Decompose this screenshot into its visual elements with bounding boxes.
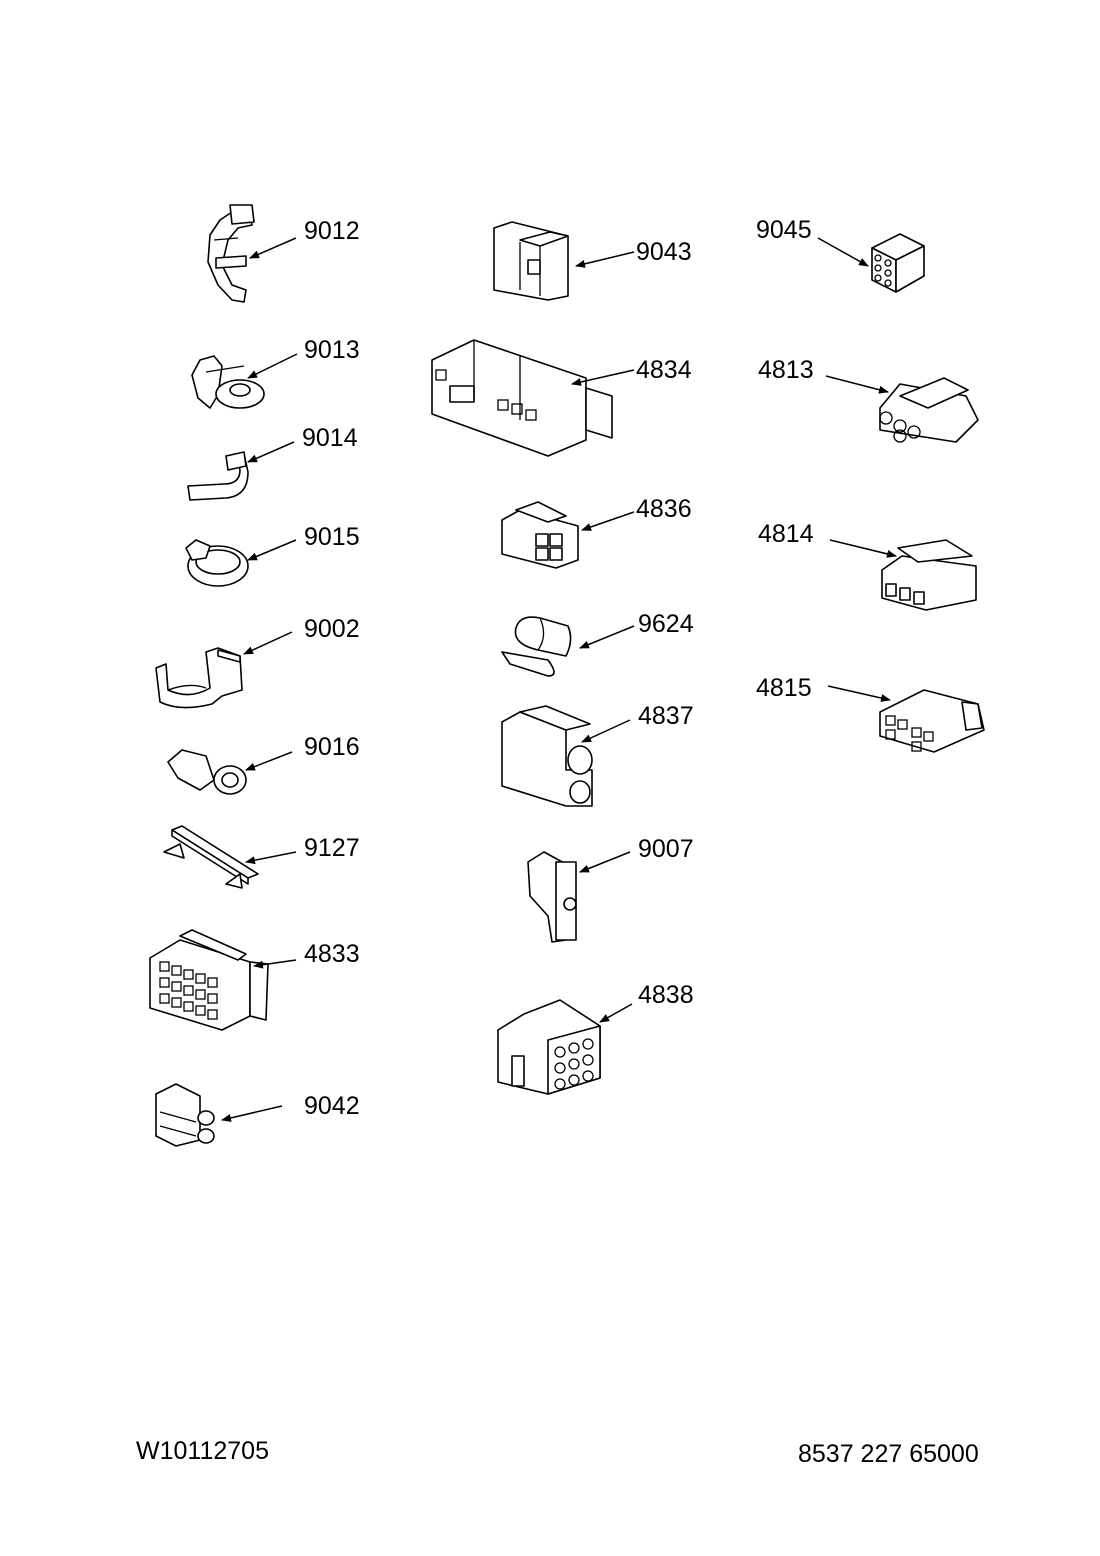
- part-9002-drawing: [155, 647, 243, 709]
- part-label-9012: 9012: [304, 217, 360, 245]
- part-9013-drawing: [191, 355, 265, 409]
- part-number: 8537 227 65000: [798, 1440, 979, 1468]
- part-4834-drawing: [431, 339, 613, 457]
- part-9624-drawing: [501, 616, 572, 677]
- part-4836-drawing: [501, 501, 579, 569]
- part-4814-drawing: [881, 539, 977, 611]
- part-9007-drawing: [527, 851, 577, 943]
- part-label-4838: 4838: [638, 981, 694, 1009]
- part-label-4815: 4815: [756, 674, 812, 702]
- part-label-9042: 9042: [304, 1092, 360, 1120]
- part-label-9007: 9007: [638, 835, 694, 863]
- part-label-9015: 9015: [304, 523, 360, 551]
- part-9045-drawing: [871, 233, 925, 293]
- part-9012-drawing: [207, 204, 255, 303]
- part-label-9043: 9043: [636, 238, 692, 266]
- part-4838-drawing: [497, 999, 601, 1095]
- part-9014-drawing: [187, 451, 249, 501]
- part-9042-drawing: [155, 1083, 215, 1147]
- part-label-9127: 9127: [304, 834, 360, 862]
- part-9015-drawing: [185, 539, 249, 587]
- part-label-4837: 4837: [638, 702, 694, 730]
- part-9016-drawing: [167, 749, 247, 795]
- part-4837-drawing: [501, 705, 593, 807]
- part-4813-drawing: [879, 377, 979, 443]
- part-label-9016: 9016: [304, 733, 360, 761]
- part-label-4813: 4813: [758, 356, 814, 384]
- part-label-4836: 4836: [636, 495, 692, 523]
- part-label-9045: 9045: [756, 216, 812, 244]
- part-label-4834: 4834: [636, 356, 692, 384]
- part-4815-drawing: [879, 689, 985, 753]
- document-code: W10112705: [136, 1437, 269, 1465]
- part-label-4814: 4814: [758, 520, 814, 548]
- part-label-9002: 9002: [304, 615, 360, 643]
- part-label-9013: 9013: [304, 336, 360, 364]
- part-4833-drawing: [149, 929, 269, 1031]
- part-label-9014: 9014: [302, 424, 358, 452]
- part-9127-drawing: [163, 825, 259, 889]
- part-label-9624: 9624: [638, 610, 694, 638]
- part-label-4833: 4833: [304, 940, 360, 968]
- part-9043-drawing: [493, 221, 569, 301]
